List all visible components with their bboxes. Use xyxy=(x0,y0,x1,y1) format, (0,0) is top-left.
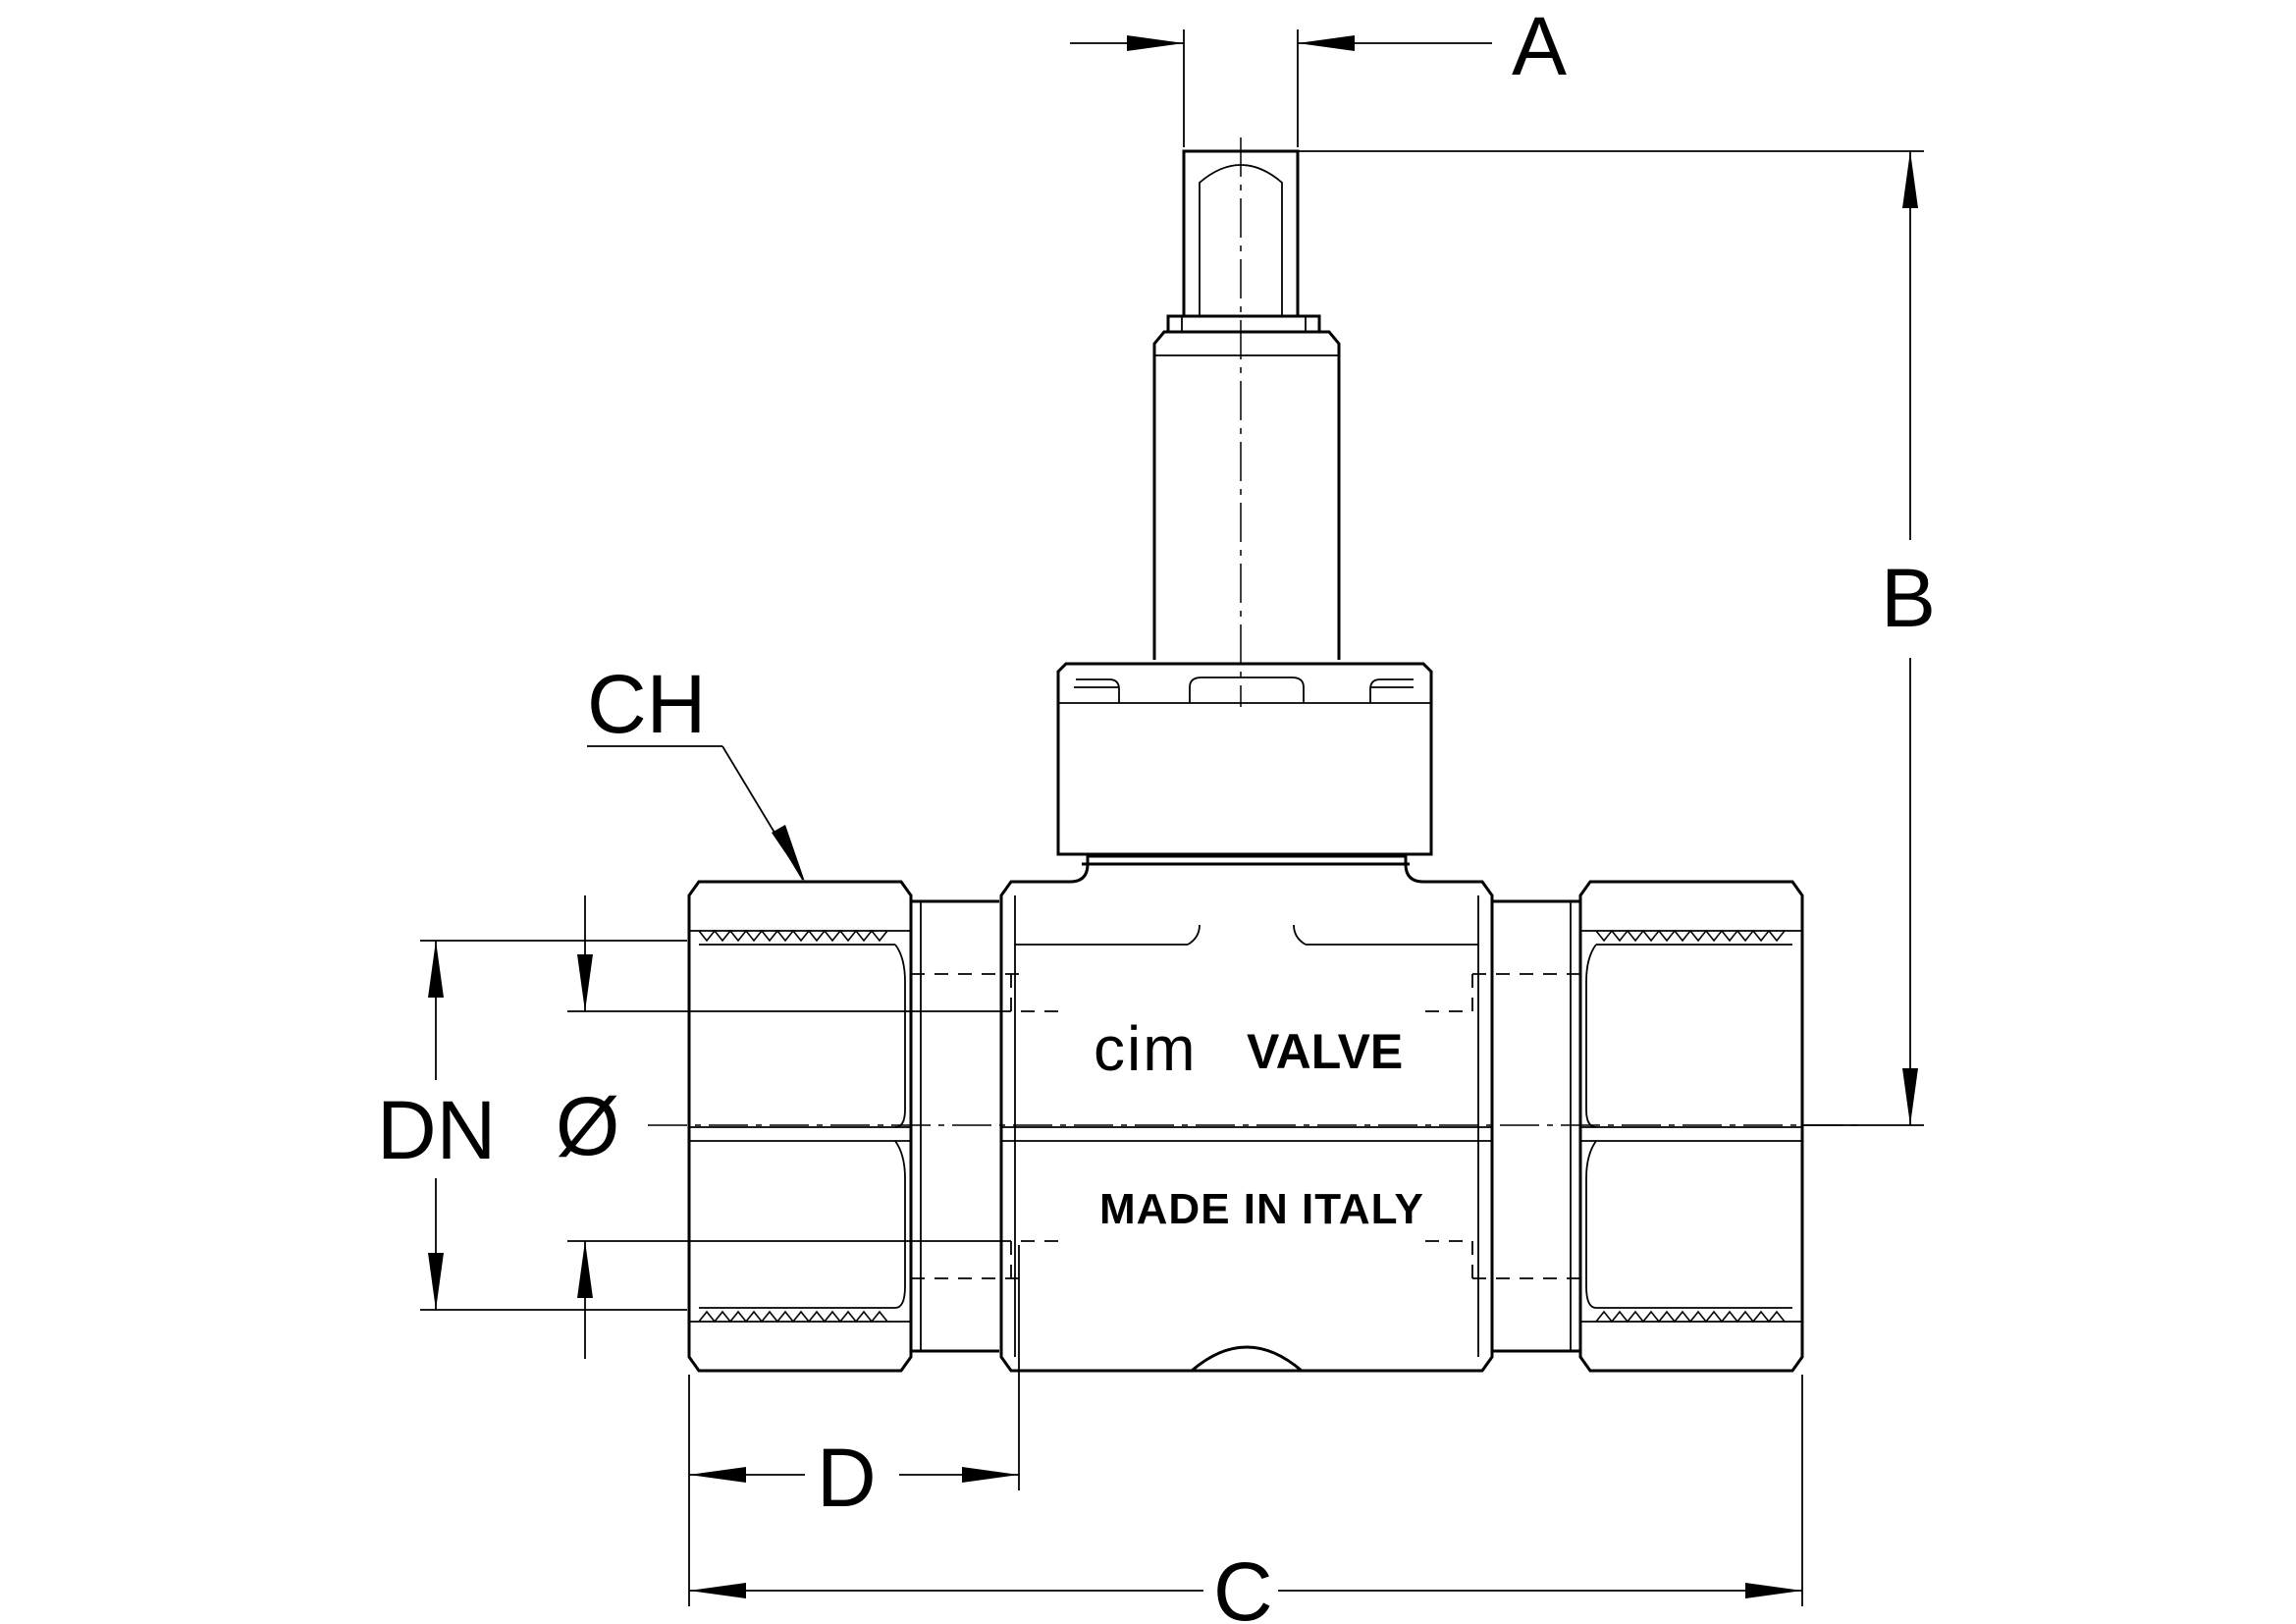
center-body xyxy=(999,854,1494,1373)
dimension-a: A xyxy=(1070,0,1567,147)
stem-sleeve xyxy=(1152,330,1341,660)
left-hex-connector xyxy=(687,880,913,1373)
left-neck xyxy=(911,899,1021,1353)
stem-collar xyxy=(1166,314,1321,332)
dimension-dn: DN xyxy=(377,940,687,1311)
dimension-c-label: C xyxy=(1213,1545,1273,1624)
bonnet-assembly xyxy=(1056,149,1433,866)
dimension-c: C xyxy=(688,1375,1803,1624)
dimension-b-label: B xyxy=(1881,552,1936,644)
right-neck xyxy=(1472,899,1580,1353)
valve-body xyxy=(687,854,1804,1373)
dimension-b: B xyxy=(1298,150,1936,1126)
dimension-a-label: A xyxy=(1512,0,1567,92)
dimension-dn-label: DN xyxy=(377,1084,496,1176)
dimension-d: D xyxy=(689,1245,1020,1524)
brand-logo: cim xyxy=(1094,1013,1198,1084)
bonnet-nut xyxy=(1056,662,1433,856)
brand-word: VALVE xyxy=(1247,1024,1403,1079)
dimension-d-label: D xyxy=(817,1432,877,1524)
brand-marking: cim VALVE xyxy=(1094,1013,1403,1084)
origin-marking: MADE IN ITALY xyxy=(1099,1185,1424,1233)
right-hex-connector xyxy=(1578,880,1804,1373)
dimension-diameter: Ø xyxy=(556,895,1011,1359)
dimension-ch-label: CH xyxy=(587,658,706,750)
dimension-diameter-label: Ø xyxy=(556,1080,619,1172)
dimension-ch: CH xyxy=(587,658,805,882)
